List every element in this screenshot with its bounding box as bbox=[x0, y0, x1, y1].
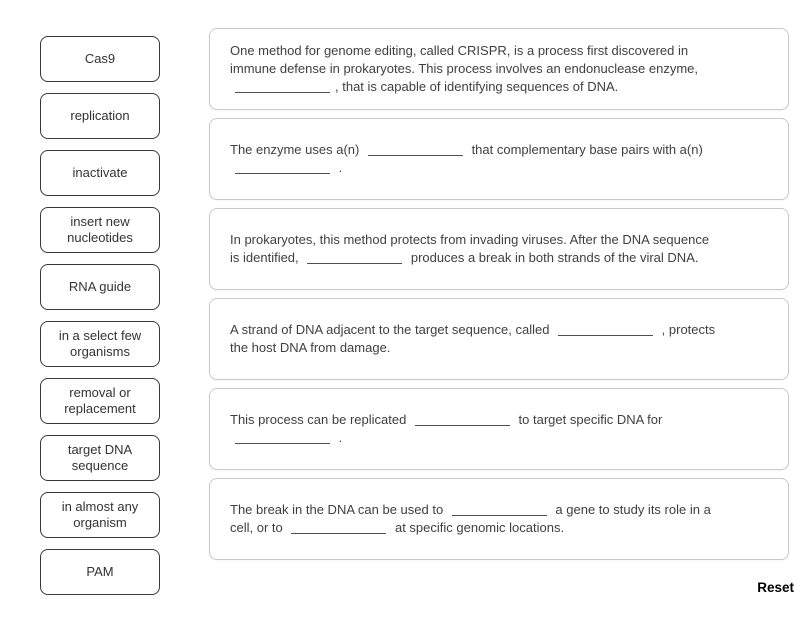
term-chip-inactivate[interactable]: inactivate bbox=[40, 150, 160, 196]
sentence-box-5: This process can be replicated to target… bbox=[209, 388, 789, 470]
term-chip-rna-guide[interactable]: RNA guide bbox=[40, 264, 160, 310]
sentence-text: The break in the DNA can be used to bbox=[230, 502, 447, 517]
term-chip-replication[interactable]: replication bbox=[40, 93, 160, 139]
sentence-text: to target specific DNA for bbox=[514, 412, 663, 427]
sentence-text: produces a break in both strands of the … bbox=[407, 250, 699, 265]
sentence-box-3: In prokaryotes, this method protects fro… bbox=[209, 208, 789, 290]
sentence-text: One method for genome editing, called CR… bbox=[230, 43, 689, 58]
sentence-box-1: One method for genome editing, called CR… bbox=[209, 28, 789, 110]
sentence-text: is identified, bbox=[230, 250, 303, 265]
sentence-text: cell, or to bbox=[230, 520, 287, 535]
sentence-text: In prokaryotes, this method protects fro… bbox=[230, 232, 710, 247]
sentence-text-2: The enzyme uses a(n) that complementary … bbox=[210, 141, 723, 177]
sentence-text-1: One method for genome editing, called CR… bbox=[210, 42, 718, 96]
sentence-text: the host DNA from damage. bbox=[230, 340, 391, 355]
sentence-text-5: This process can be replicated to target… bbox=[210, 411, 682, 447]
blank-slot[interactable] bbox=[291, 520, 387, 534]
blank-slot[interactable] bbox=[367, 142, 463, 156]
term-chip-select-few-organisms[interactable]: in a select few organisms bbox=[40, 321, 160, 367]
sentence-text: a gene to study its role in a bbox=[551, 502, 711, 517]
blank-slot[interactable] bbox=[235, 160, 330, 174]
blank-slot[interactable] bbox=[235, 79, 330, 93]
sentence-text: . bbox=[335, 160, 343, 175]
sentence-text: The enzyme uses a(n) bbox=[230, 142, 363, 157]
sentence-box-4: A strand of DNA adjacent to the target s… bbox=[209, 298, 789, 380]
term-chip-insert-new-nucleotides[interactable]: insert new nucleotides bbox=[40, 207, 160, 253]
term-chip-removal-or-replacement[interactable]: removal or replacement bbox=[40, 378, 160, 424]
blank-slot[interactable] bbox=[235, 430, 330, 444]
blank-slot[interactable] bbox=[414, 412, 510, 426]
term-chip-cas9[interactable]: Cas9 bbox=[40, 36, 160, 82]
blank-slot[interactable] bbox=[451, 502, 547, 516]
sentence-box-6: The break in the DNA can be used to a ge… bbox=[209, 478, 789, 560]
reset-button[interactable]: Reset bbox=[757, 580, 794, 595]
blank-slot[interactable] bbox=[307, 250, 403, 264]
sentence-text: at specific genomic locations. bbox=[391, 520, 565, 535]
blank-slot[interactable] bbox=[558, 322, 654, 336]
term-chip-almost-any-organism[interactable]: in almost any organism bbox=[40, 492, 160, 538]
sentence-text: , that is capable of identifying sequenc… bbox=[335, 79, 619, 94]
sentence-text-6: The break in the DNA can be used to a ge… bbox=[210, 501, 731, 537]
sentence-text: . bbox=[335, 430, 343, 445]
sentence-text: A strand of DNA adjacent to the target s… bbox=[230, 322, 554, 337]
sentence-text: immune defense in prokaryotes. This proc… bbox=[230, 61, 699, 76]
sentence-text: , protects bbox=[658, 322, 716, 337]
sentence-text: This process can be replicated bbox=[230, 412, 410, 427]
sentence-text: that complementary base pairs with a(n) bbox=[467, 142, 703, 157]
sentence-text-4: A strand of DNA adjacent to the target s… bbox=[210, 321, 735, 357]
term-chip-pam[interactable]: PAM bbox=[40, 549, 160, 595]
term-chip-target-dna-sequence[interactable]: target DNA sequence bbox=[40, 435, 160, 481]
sentence-box-2: The enzyme uses a(n) that complementary … bbox=[209, 118, 789, 200]
sentence-text-3: In prokaryotes, this method protects fro… bbox=[210, 231, 729, 267]
